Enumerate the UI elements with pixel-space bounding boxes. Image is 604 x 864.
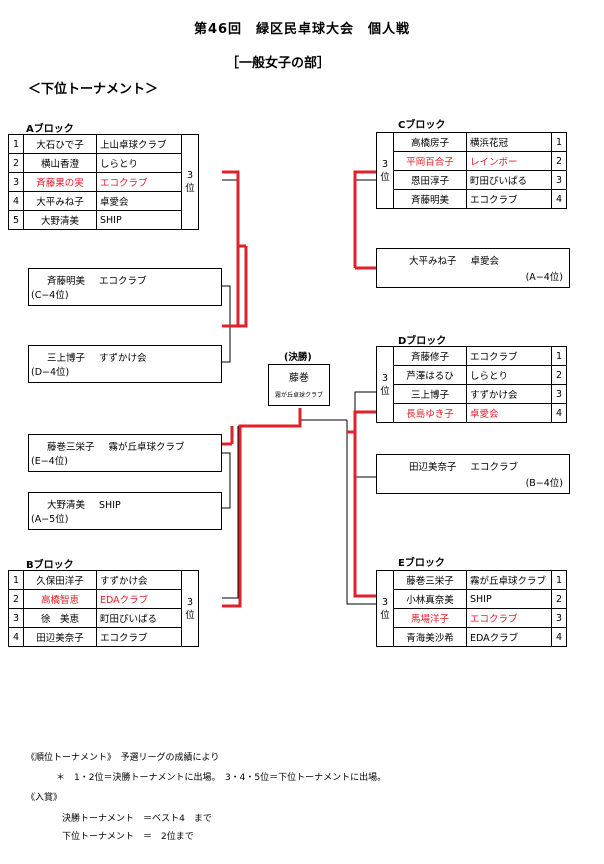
note-final-prize: 決勝トーナメント ＝ベスト4 まで [62,814,212,824]
rank-cell: 3 位 [181,134,199,230]
table-row: 恩田淳子 町田ぴいぱる 3 [377,170,567,190]
note-lower-prize: 下位トーナメント ＝ 2位まで [62,832,194,842]
player-club: エコクラブ [466,189,552,209]
player-name: 大石ひで子 [23,134,97,154]
player-club: 上山卓球クラブ [96,134,182,154]
table-row: 3 斉藤果の実 エコクラブ [8,172,199,192]
table-row: 1 久保田洋子 すずかけ会 3 位 [8,570,199,647]
table-row: 3 位 斉藤修子 エコクラブ 1 [376,346,567,423]
final-winner-name: 藤巻 [289,373,309,384]
player-name: 藤巻三栄子 [393,570,467,590]
block-e-label: Eブロック [398,558,445,569]
player-club: 卓愛会 [466,403,552,423]
table-row: 3 位 藤巻三栄子 霧が丘卓球クラブ 1 [376,570,567,647]
player-name: 長島ゆき子 [393,403,467,423]
table-row: 3 徐 美恵 町田ぴいぱる [8,608,199,628]
table-row: 2 横山香澄 しらとり [8,153,199,173]
player-club: すずかけ会 [96,570,182,590]
player-club: SHIP [466,589,552,609]
player-club: 町田ぴいぱる [96,608,182,628]
qualifier-b4: 田辺美奈子エコクラブ (B−4位) [376,454,570,494]
block-b-label: Bブロック [26,560,74,571]
player-club: エコクラブ [96,627,182,647]
block-a-table: 1 大石ひで子 上山卓球クラブ 3 位 2 横山香澄 しらとり 3 斉藤果の実 … [8,134,199,230]
table-row: 平岡百合子 レインボー 2 [377,151,567,171]
player-name: 大野清美 [23,210,97,230]
block-e-table: 3 位 藤巻三栄子 霧が丘卓球クラブ 1 小林真奈美 SHIP 2 馬場洋子 エ… [376,570,567,647]
player-name: 馬場洋子 [393,608,467,628]
table-row: 長島ゆき子 卓愛会 4 [377,403,567,423]
player-club: SHIP [96,210,182,230]
table-row: 3 位 高橋房子 横浜花冠 1 [376,132,567,209]
player-name: 平岡百合子 [393,151,467,171]
rank-cell: 3 位 [376,570,394,647]
table-row: 馬場洋子 エコクラブ 3 [377,608,567,628]
table-row: 小林真奈美 SHIP 2 [377,589,567,609]
player-club: 町田ぴいぱる [466,170,552,190]
player-name: 芦澤はるひ [393,365,467,385]
qualifier-c4: 斉藤明美エコクラブ (C−4位) [28,268,222,306]
player-name: 高橋房子 [393,132,467,152]
player-club: エコクラブ [466,608,552,628]
block-a-label: Aブロック [26,124,74,135]
table-row: 青海美沙希 EDAクラブ 4 [377,627,567,647]
qualifier-d4: 三上博子すずかけ会 (D−4位) [28,345,222,383]
player-name: 斉藤明美 [393,189,467,209]
player-club: 卓愛会 [96,191,182,211]
player-name: 三上博子 [393,384,467,404]
rank-cell: 3 位 [181,570,199,647]
table-row: 2 高橋智恵 EDAクラブ [8,589,199,609]
table-row: 三上博子 すずかけ会 3 [377,384,567,404]
player-club: 霧が丘卓球クラブ [466,570,552,590]
player-club: EDAクラブ [96,589,182,609]
table-row: 5 大野清美 SHIP [8,210,199,230]
final-winner-box: 藤巻 霧が丘卓球クラブ [268,364,330,406]
note-prize-heading: 《入賞》 [26,793,63,803]
player-club: すずかけ会 [466,384,552,404]
player-name: 久保田洋子 [23,570,97,590]
block-d-label: Dブロック [398,336,447,347]
player-name: 高橋智恵 [23,589,97,609]
player-name: 田辺美奈子 [23,627,97,647]
player-club: 横浜花冠 [466,132,552,152]
player-club: レインボー [466,151,552,171]
section-title: ＜下位トーナメント＞ [28,82,159,97]
player-name: 斉藤果の実 [23,172,97,192]
final-label: (決勝) [284,352,312,363]
table-row: 4 田辺美奈子 エコクラブ [8,627,199,647]
qualifier-a4: 大平みね子卓愛会 (A−4位) [376,248,570,288]
block-b-table: 1 久保田洋子 すずかけ会 3 位 2 高橋智恵 EDAクラブ 3 徐 美恵 町… [8,570,199,647]
table-row: 芦澤はるひ しらとり 2 [377,365,567,385]
player-name: 横山香澄 [23,153,97,173]
note-ranking-tournament: 《順位トーナメント》 予選リーグの成績により [26,753,220,763]
player-club: エコクラブ [466,346,552,366]
player-club: しらとり [466,365,552,385]
player-name: 恩田淳子 [393,170,467,190]
player-name: 小林真奈美 [393,589,467,609]
player-name: 徐 美恵 [23,608,97,628]
note-advancement: ＊ 1・2位＝決勝トーナメントに出場。 3・4・5位＝下位トーナメントに出場。 [56,773,387,783]
player-name: 斉藤修子 [393,346,467,366]
block-c-table: 3 位 高橋房子 横浜花冠 1 平岡百合子 レインボー 2 恩田淳子 町田ぴいぱ… [376,132,567,209]
player-name: 大平みね子 [23,191,97,211]
table-row: 1 大石ひで子 上山卓球クラブ 3 位 [8,134,199,230]
rank-cell: 3 位 [376,132,394,209]
final-winner-club: 霧が丘卓球クラブ [274,392,323,399]
rank-cell: 3 位 [376,346,394,423]
qualifier-e4: 藤巻三栄子霧が丘卓球クラブ (E−4位) [28,434,222,472]
player-club: しらとり [96,153,182,173]
player-name: 青海美沙希 [393,627,467,647]
category-subtitle: ［一般女子の部］ [226,56,331,71]
table-row: 斉藤明美 エコクラブ 4 [377,189,567,209]
player-club: エコクラブ [96,172,182,192]
page-title: 第46回 緑区民卓球大会 個人戦 [193,22,411,37]
block-c-label: Cブロック [398,120,446,131]
player-club: EDAクラブ [466,627,552,647]
block-d-table: 3 位 斉藤修子 エコクラブ 1 芦澤はるひ しらとり 2 三上博子 すずかけ会… [376,346,567,423]
table-row: 4 大平みね子 卓愛会 [8,191,199,211]
